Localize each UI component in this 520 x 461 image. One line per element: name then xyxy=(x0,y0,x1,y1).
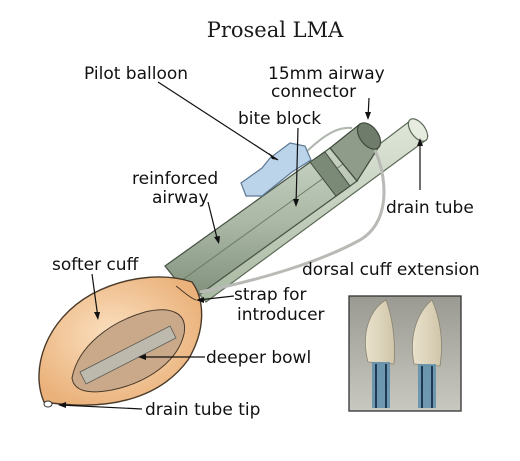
label-reinforced-line1: reinforced xyxy=(132,169,218,189)
label-strap-line1: strap for xyxy=(234,285,307,305)
label-pilot-balloon: Pilot balloon xyxy=(84,64,188,84)
label-airway-connector-line2: connector xyxy=(271,82,356,102)
bite-block-illustration xyxy=(309,151,351,197)
label-bite-block: bite block xyxy=(238,109,321,129)
mask-cuff-illustration xyxy=(38,276,203,408)
label-drain-tube-tip: drain tube tip xyxy=(145,400,260,420)
inset-photo xyxy=(348,295,462,412)
label-dorsal-cuff-extension: dorsal cuff extension xyxy=(302,260,480,280)
label-deeper-bowl: deeper bowl xyxy=(206,348,311,368)
leader-lines xyxy=(58,81,423,410)
pilot-balloon-illustration xyxy=(240,126,353,197)
label-reinforced-line2: airway xyxy=(152,188,209,208)
diagram-title: Proseal LMA xyxy=(207,18,344,42)
label-airway-connector-line1: 15mm airway xyxy=(268,64,385,84)
dorsal-cuff-line xyxy=(199,149,386,294)
label-drain-tube: drain tube xyxy=(386,198,474,218)
label-strap-line2: introducer xyxy=(237,305,325,325)
label-softer-cuff: softer cuff xyxy=(52,255,140,275)
airway-connector-illustration xyxy=(329,122,382,183)
